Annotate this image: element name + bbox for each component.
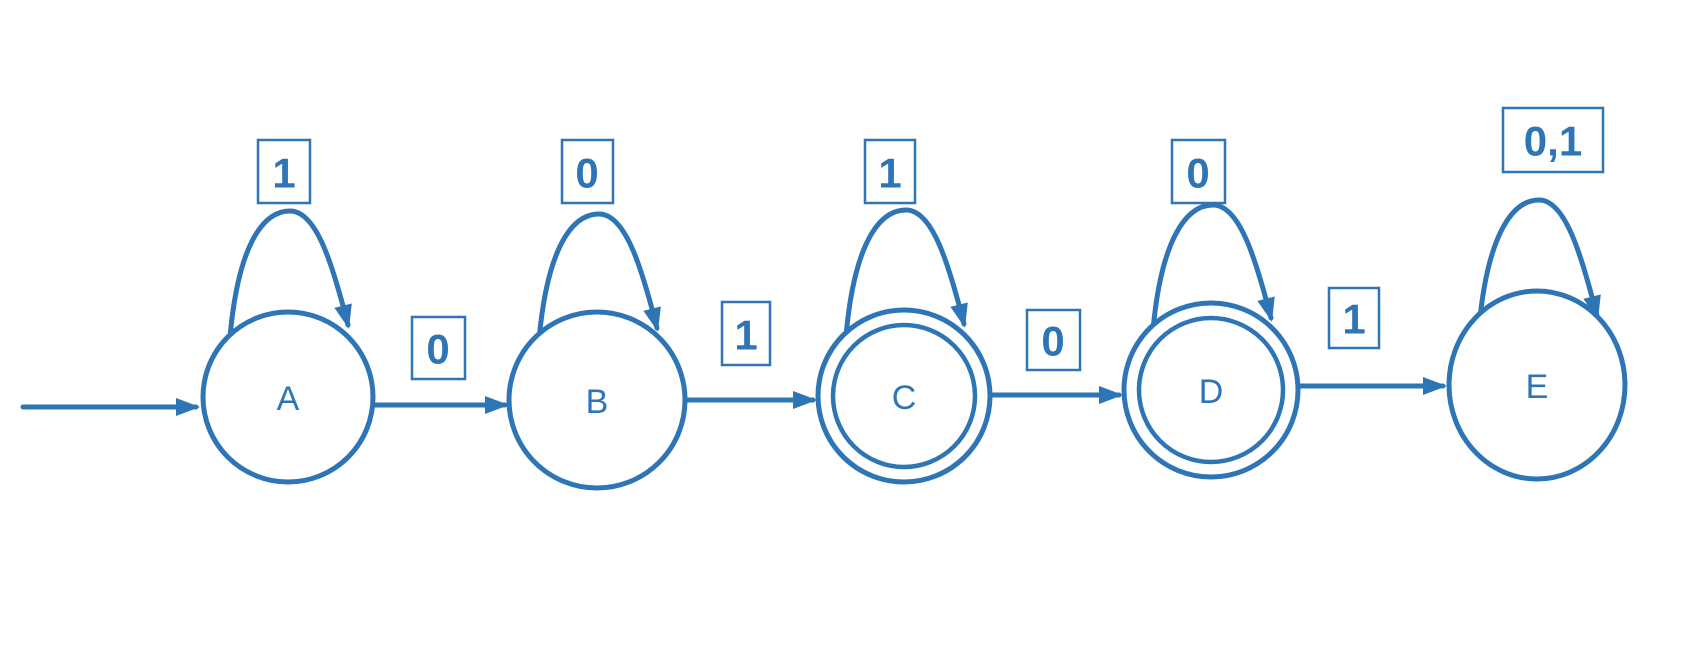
state-d-node bbox=[1121, 300, 1301, 480]
transition-c-d-group: 0 bbox=[987, 308, 1123, 404]
state-e-node bbox=[1446, 288, 1628, 482]
state-c-label: C bbox=[892, 379, 917, 417]
state-e-self-loop bbox=[1476, 197, 1601, 331]
state-d-loop-label: 0 bbox=[1186, 150, 1209, 197]
transition-b-c-label: 1 bbox=[734, 312, 757, 359]
transition-a-b-group: 0 bbox=[371, 315, 509, 414]
state-d-label: D bbox=[1199, 373, 1224, 411]
state-b-loop-label-box bbox=[560, 138, 615, 205]
transition-d-e-label: 1 bbox=[1342, 296, 1365, 343]
state-c-inner-ring bbox=[830, 322, 978, 470]
state-c-loop-label: 1 bbox=[878, 150, 901, 197]
transition-c-d-label: 0 bbox=[1041, 318, 1064, 365]
state-d-self-loop bbox=[1150, 202, 1275, 333]
state-a-group: A 1 bbox=[200, 138, 376, 485]
state-d-loop-label-box bbox=[1170, 138, 1227, 205]
state-b-group: B 0 bbox=[506, 138, 688, 491]
state-c-group: C 1 bbox=[815, 138, 993, 485]
state-b-loop-label: 0 bbox=[575, 150, 598, 197]
state-b-label: B bbox=[586, 383, 609, 421]
state-c-self-loop bbox=[843, 207, 968, 339]
state-b-self-loop bbox=[536, 211, 661, 343]
transition-a-b-label: 0 bbox=[426, 326, 449, 373]
transition-a-b-label-box bbox=[410, 315, 467, 381]
state-d-group: D 0 bbox=[1121, 138, 1301, 480]
state-e-group: E 0,1 bbox=[1446, 106, 1628, 482]
state-d-inner-ring bbox=[1136, 315, 1286, 465]
transition-b-c-label-box bbox=[720, 300, 772, 367]
transition-d-e-group: 1 bbox=[1295, 286, 1447, 395]
state-e-label: E bbox=[1526, 368, 1549, 406]
state-a-self-loop bbox=[227, 208, 352, 340]
state-a-loop-label: 1 bbox=[272, 150, 295, 197]
state-a-node bbox=[200, 309, 376, 485]
state-c-loop-label-box bbox=[863, 138, 917, 205]
transition-b-c-group: 1 bbox=[682, 300, 817, 409]
transition-d-e-label-box bbox=[1327, 286, 1381, 350]
transition-c-d-label-box bbox=[1025, 308, 1082, 372]
state-e-loop-label: 0,1 bbox=[1524, 118, 1582, 165]
state-a-label: A bbox=[277, 380, 300, 418]
state-e-loop-label-box bbox=[1501, 106, 1605, 174]
state-a-loop-label-box bbox=[256, 138, 312, 205]
